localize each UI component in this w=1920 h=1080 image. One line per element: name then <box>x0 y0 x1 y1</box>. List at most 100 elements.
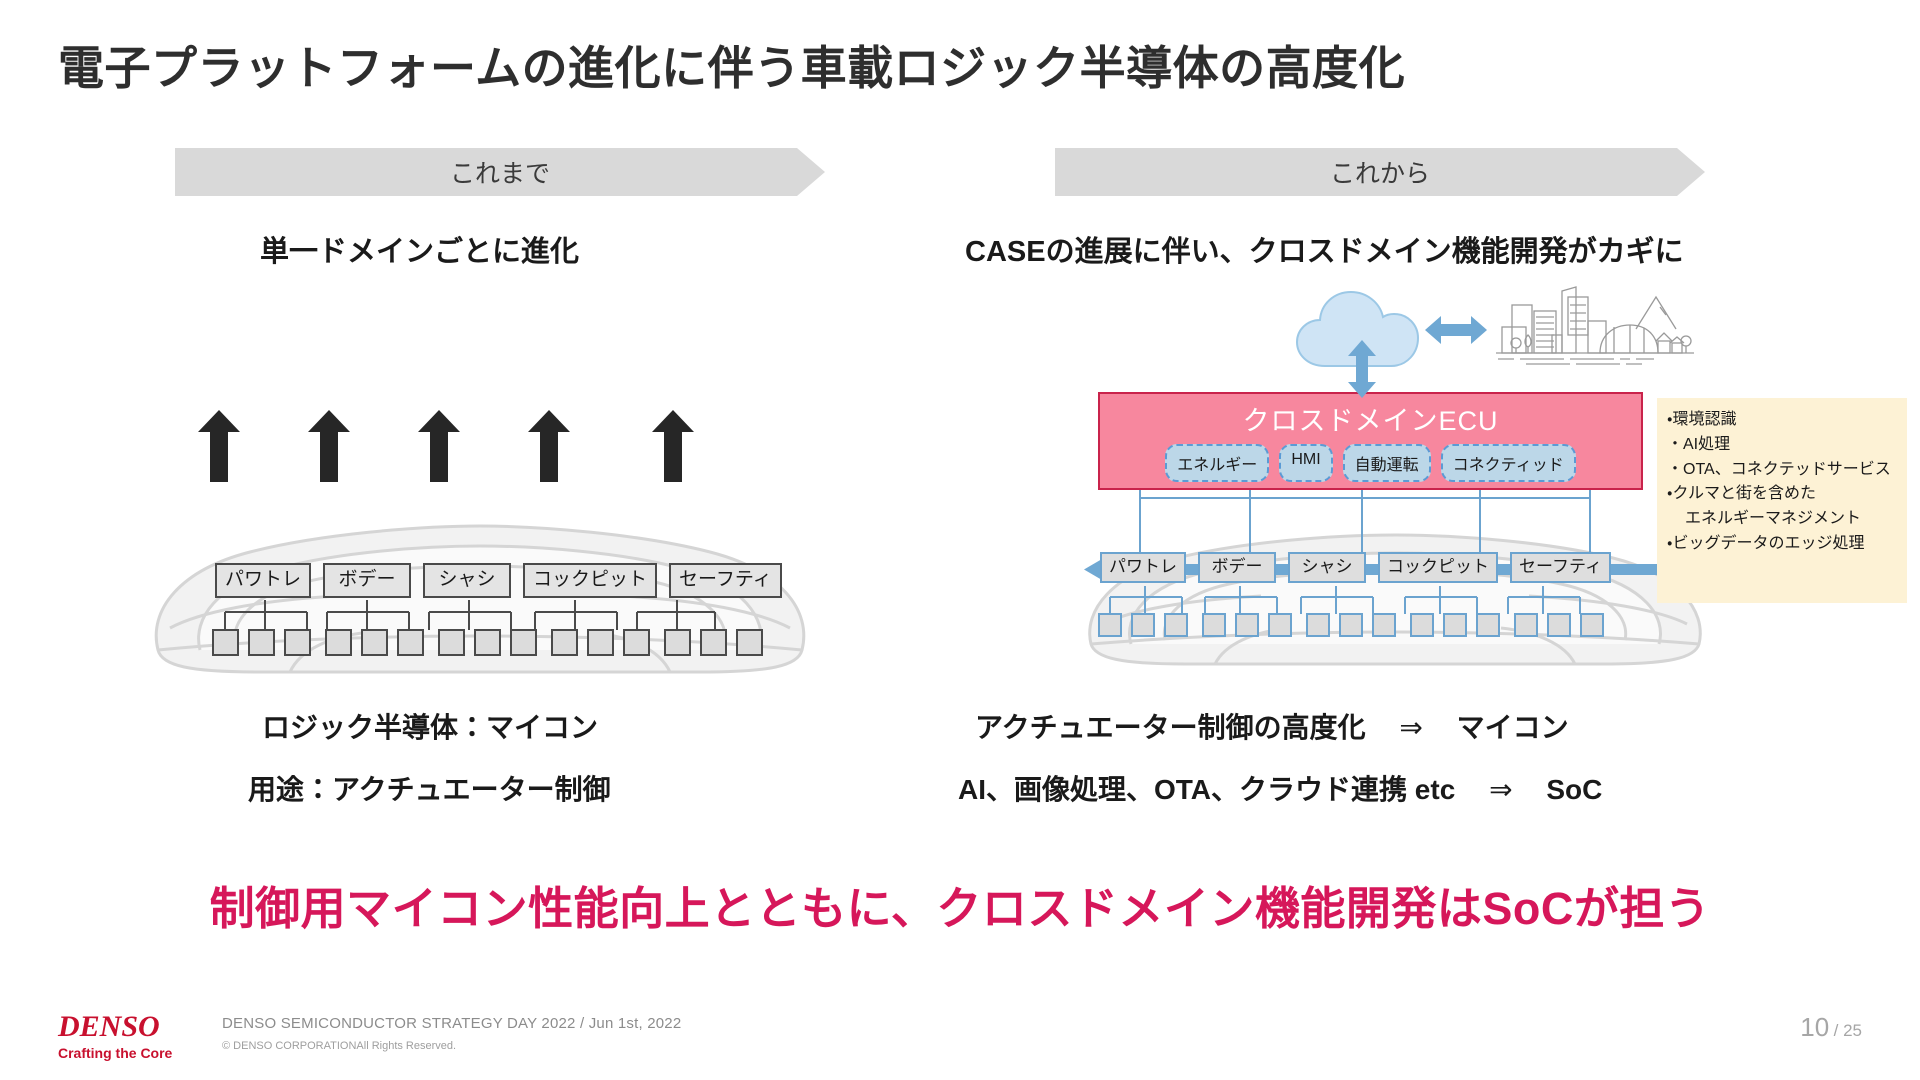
sensor-node <box>1306 613 1330 637</box>
sensor-node <box>438 629 465 656</box>
sensor-group <box>1410 613 1500 637</box>
function-pill: エネルギー <box>1165 444 1270 482</box>
domain-arrows-left <box>198 410 694 482</box>
sensor-node <box>1098 613 1122 637</box>
sensor-node <box>1268 613 1292 637</box>
sensor-group <box>212 629 311 656</box>
arrow-up-icon <box>418 410 460 482</box>
sensor-node <box>474 629 501 656</box>
sensor-node <box>1580 613 1604 637</box>
sensor-row-left <box>212 629 777 656</box>
callout-functions: ・環境認識・AI処理・OTA、コネクテッドサービス・クルマと街を含めたエネルギー… <box>1657 398 1907 603</box>
footer-copyright: © DENSO CORPORATIONAll Rights Reserved. <box>222 1040 457 1052</box>
sensor-node <box>736 629 763 656</box>
cloud-vehicle-arrow-icon <box>1345 340 1379 403</box>
cross-domain-ecu-title: クロスドメインECU <box>1242 406 1499 436</box>
ecu-row-right: パワトレボデーシャシコックピットセーフティ <box>1100 552 1611 583</box>
caption-right-1-result: マイコン <box>1456 712 1569 743</box>
sensor-group <box>551 629 650 656</box>
callout-item: ・ビッグデータのエッジ処理 <box>1667 534 1865 552</box>
arrow-up-icon <box>528 410 570 482</box>
denso-wordmark: DENSO <box>58 1010 160 1043</box>
page-number: 10 / 25 <box>1800 1012 1862 1043</box>
sensor-node <box>1131 613 1155 637</box>
page-number-total: / 25 <box>1833 1021 1862 1040</box>
function-pill: 自動運転 <box>1342 444 1431 482</box>
caption-right-1: アクチュエーター制御の高度化 ⇒ マイコン <box>975 706 1569 746</box>
banner-future-label: これから <box>1329 160 1430 188</box>
caption-right-2-result: SoC <box>1546 774 1603 805</box>
ecu-connectors-right <box>1100 586 1620 616</box>
callout-list: ・環境認識・AI処理・OTA、コネクテッドサービス・クルマと街を含めたエネルギー… <box>1667 408 1899 557</box>
sensor-group <box>1514 613 1604 637</box>
ecu-box: パワトレ <box>215 563 312 598</box>
sensor-group <box>1098 613 1188 637</box>
caption-left-2: 用途：アクチュエーター制御 <box>248 774 611 805</box>
sensor-row-right <box>1098 613 1618 637</box>
denso-logo: DENSO Crafting the Core <box>58 1010 172 1061</box>
ecu-box: シャシ <box>423 563 512 598</box>
page-title: 電子プラットフォームの進化に伴う車載ロジック半導体の高度化 <box>58 42 1406 94</box>
caption-left-1: ロジック半導体：マイコン <box>262 712 599 743</box>
sensor-node <box>284 629 311 656</box>
arrow-up-icon <box>198 410 240 482</box>
ecu-box: コックピット <box>523 563 658 598</box>
heading-right: CASEの進展に伴い、クロスドメイン機能開発がカギに <box>965 236 1684 268</box>
function-pill: コネクティッド <box>1440 444 1576 482</box>
callout-item: ・クルマと街を含めた <box>1667 485 1816 503</box>
implies-arrow-icon: ⇒ <box>1489 774 1513 805</box>
cloud-icon <box>1295 288 1420 375</box>
callout-item: ・AI処理 <box>1667 435 1731 453</box>
ecu-row-left: パワトレボデーシャシコックピットセーフティ <box>215 563 782 598</box>
sensor-group <box>664 629 763 656</box>
footer-event: DENSO SEMICONDUCTOR STRATEGY DAY 2022 / … <box>222 1015 682 1032</box>
sensor-node <box>1202 613 1226 637</box>
callout-item: ・OTA、コネクテッドサービス <box>1667 460 1891 478</box>
callout-item: ・環境認識 <box>1667 411 1737 428</box>
sensor-node <box>664 629 691 656</box>
sensor-node <box>397 629 424 656</box>
ecu-box: ボデー <box>1198 552 1276 583</box>
ecu-box: セーフティ <box>669 563 782 598</box>
ecu-box: セーフティ <box>1510 552 1611 583</box>
function-pill: HMI <box>1279 444 1333 482</box>
sensor-node <box>1410 613 1434 637</box>
sensor-node <box>587 629 614 656</box>
sensor-node <box>1339 613 1363 637</box>
key-message: 制御用マイコン性能向上とともに、クロスドメイン機能開発はSoCが担う <box>209 883 1711 934</box>
arrow-up-icon <box>652 410 694 482</box>
banner-before-label: これまで <box>449 160 550 188</box>
cloud-city-arrow-icon <box>1425 313 1487 352</box>
sensor-group <box>325 629 424 656</box>
caption-right-1-text: アクチュエーター制御の高度化 <box>975 712 1366 743</box>
sensor-node <box>212 629 239 656</box>
ecu-box: コックピット <box>1378 552 1498 583</box>
banner-future: これから <box>1055 148 1705 196</box>
sensor-group <box>438 629 537 656</box>
callout-item: エネルギーマネジメント <box>1685 510 1862 528</box>
caption-right-2: AI、画像処理、OTA、クラウド連携 etc ⇒ SoC <box>958 768 1602 808</box>
heading-left: 単一ドメインごとに進化 <box>260 236 580 268</box>
arrow-up-icon <box>308 410 350 482</box>
sensor-node <box>1235 613 1259 637</box>
sensor-node <box>1514 613 1538 637</box>
page-number-current: 10 <box>1800 1012 1830 1042</box>
sensor-node <box>623 629 650 656</box>
city-illustration <box>1490 285 1700 370</box>
sensor-group <box>1202 613 1292 637</box>
sensor-node <box>700 629 727 656</box>
ecu-box: ボデー <box>323 563 412 598</box>
sensor-node <box>248 629 275 656</box>
sensor-node <box>1547 613 1571 637</box>
ecu-connectors-left <box>215 600 725 632</box>
sensor-node <box>510 629 537 656</box>
sensor-node <box>325 629 352 656</box>
banner-before: これまで <box>175 148 825 196</box>
sensor-node <box>1443 613 1467 637</box>
sensor-node <box>1476 613 1500 637</box>
footer: DENSO Crafting the Core DENSO SEMICONDUC… <box>0 1000 1920 1080</box>
sensor-node <box>1372 613 1396 637</box>
sensor-node <box>361 629 388 656</box>
implies-arrow-icon: ⇒ <box>1399 712 1423 743</box>
